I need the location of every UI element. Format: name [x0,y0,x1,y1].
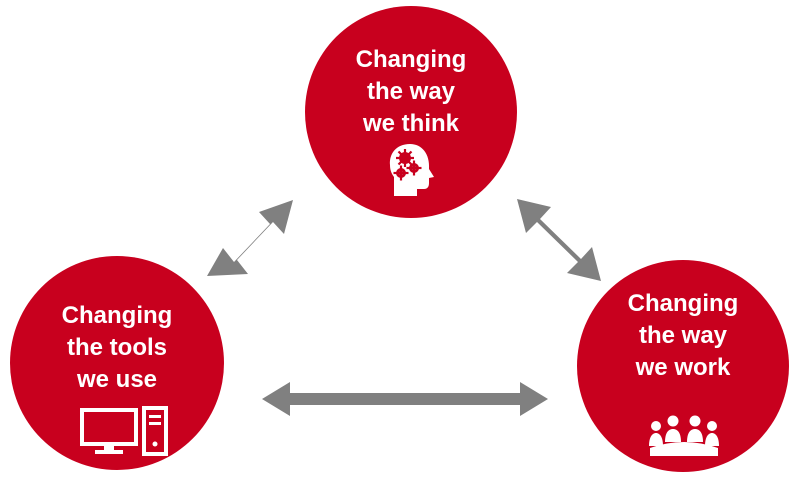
desktop-computer-icon [80,406,168,456]
tools-label: Changing the tools we use [10,300,224,396]
meeting-group-icon [649,415,719,456]
tools-label-line-2: the tools [67,334,167,361]
arrow-tools-think [207,200,293,276]
think-label-line-3: we think [362,110,459,137]
tools-label-line-1: Changing [61,302,173,329]
tools-label-line-3: we use [76,366,158,393]
arrow-tools-work [262,382,548,416]
work-label-line-3: we work [635,354,731,381]
work-label: Changing the way we work [577,288,789,384]
think-label-line-1: Changing [355,46,467,73]
circle-changing-tools-we-use: Changing the tools we use [10,256,224,470]
arrow-think-work [517,199,601,281]
think-label: Changing the way we think [305,44,517,140]
think-label-line-2: the way [366,78,456,105]
circle-changing-way-we-work: Changing the way we work [577,260,789,472]
work-label-line-2: the way [638,322,728,349]
head-gears-icon [389,144,434,196]
work-label-line-1: Changing [627,290,739,317]
circle-changing-way-we-think: Changing the way we think [305,6,517,218]
